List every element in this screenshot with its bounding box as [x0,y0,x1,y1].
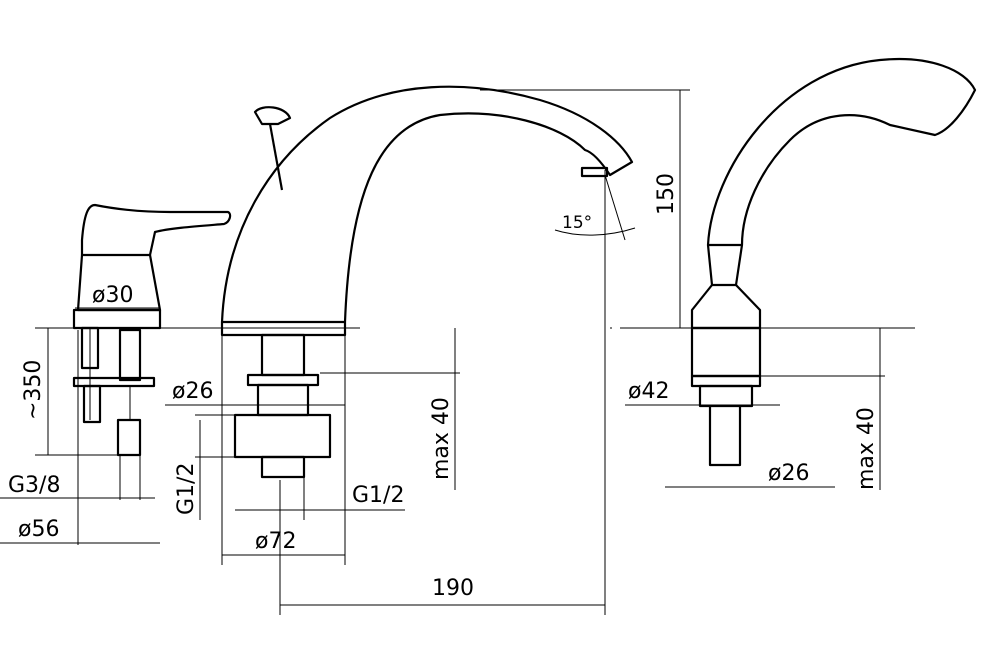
label-150: 150 [654,173,679,215]
diverter-knob [253,106,292,191]
label-190: 190 [432,576,474,601]
label-diam-56: ø56 [18,517,59,542]
label-diam-42: ø42 [628,379,669,404]
spout [220,85,634,479]
label-g1-2-vertical: G1/2 [174,463,199,515]
label-diam-30: ø30 [92,283,133,308]
label-diam-26-left: ø26 [172,379,213,404]
label-max-40-left: max 40 [429,397,454,480]
mixer-lever-body [72,203,232,457]
label-g1-2-horizontal: G1/2 [352,483,404,508]
dimension-lines [0,89,885,615]
label-angle-15: 15° [562,213,592,233]
label-diam-26-right: ø26 [768,461,809,486]
label-g3-8: G3/8 [8,473,60,498]
label-max-40-right: max 40 [854,407,879,490]
label-diam-72: ø72 [255,529,296,554]
hand-shower [690,58,977,467]
label-approx-350: ~350 [21,360,46,420]
